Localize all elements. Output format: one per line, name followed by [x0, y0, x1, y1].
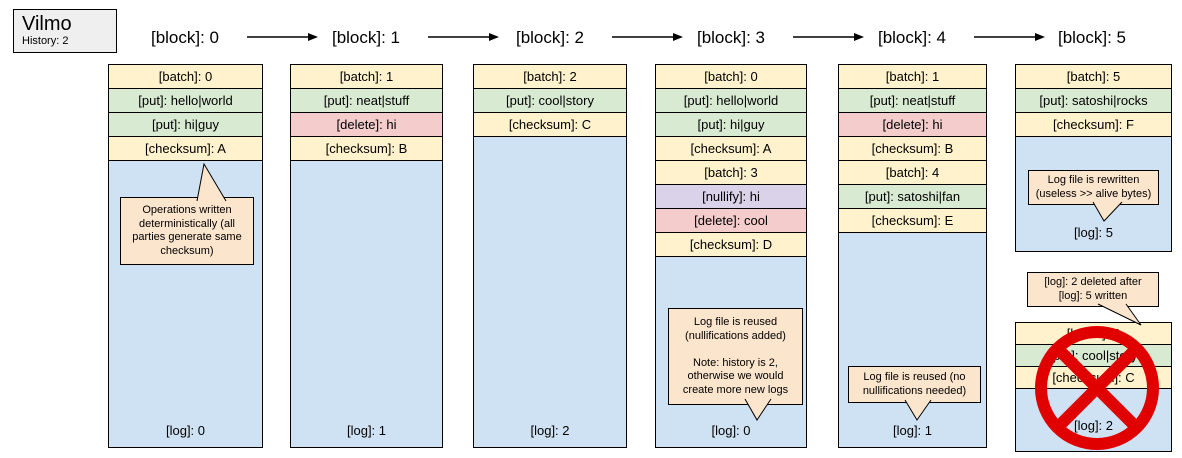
- block-label-0: [block]: 0: [150, 28, 220, 47]
- op-row-batch: [batch]: 5: [1016, 65, 1171, 89]
- op-row-checksum: [checksum]: E: [839, 209, 986, 233]
- block-1-ops: [batch]: 1[put]: neat|stuff[delete]: hi[…: [291, 65, 442, 161]
- op-row-put: [put]: hi|guy: [109, 113, 262, 137]
- op-row-put: [put]: cool|story: [474, 89, 626, 113]
- op-row-batch: [batch]: 0: [109, 65, 262, 89]
- op-row-checksum: [checksum]: F: [1016, 113, 1171, 137]
- block-2-log-box: [batch]: 2[put]: cool|story[checksum]: C…: [473, 64, 627, 448]
- op-row-nullify: [nullify]: hi: [656, 185, 806, 209]
- log-file-label-4: [log]: 1: [892, 423, 933, 438]
- op-row-checksum: [checksum]: A: [656, 137, 806, 161]
- op-row-put: [put]: satoshi|rocks: [1016, 89, 1171, 113]
- op-row-batch: [batch]: 1: [291, 65, 442, 89]
- op-row-batch: [batch]: 1: [839, 65, 986, 89]
- deleted-log-box: [batch]: 2[put]: cool|story[checksum]: C…: [1015, 322, 1172, 452]
- log-file-label-deleted: [log]: 2: [1073, 418, 1114, 433]
- op-row-put: [put]: hello|world: [109, 89, 262, 113]
- log-file-label-0: [log]: 0: [165, 423, 206, 438]
- op-row-batch: [batch]: 3: [656, 161, 806, 185]
- block-label-2: [block]: 2: [515, 28, 585, 47]
- app-title-box: Vilmo History: 2: [13, 9, 117, 53]
- op-row-checksum: [checksum]: C: [474, 113, 626, 137]
- op-row-batch: [batch]: 0: [656, 65, 806, 89]
- block-5-ops: [batch]: 5[put]: satoshi|rocks[checksum]…: [1016, 65, 1171, 137]
- op-row-put: [put]: cool|story: [1016, 345, 1171, 367]
- op-row-put: [put]: hello|world: [656, 89, 806, 113]
- op-row-checksum: [checksum]: D: [656, 233, 806, 257]
- block-label-5: [block]: 5: [1057, 28, 1127, 47]
- op-row-put: [put]: satoshi|fan: [839, 185, 986, 209]
- block-5-log-box: [batch]: 5[put]: satoshi|rocks[checksum]…: [1015, 64, 1172, 252]
- history-setting: History: 2: [22, 35, 69, 47]
- op-row-batch: [batch]: 2: [1016, 323, 1171, 345]
- block-4-ops: [batch]: 1[put]: neat|stuff[delete]: hi[…: [839, 65, 986, 233]
- block-3-ops: [batch]: 0[put]: hello|world[put]: hi|gu…: [656, 65, 806, 257]
- log-file-label-2: [log]: 2: [530, 423, 570, 438]
- callout-log-reused-nullifications: Log file is reused (nullifications added…: [668, 308, 803, 405]
- op-row-checksum: [checksum]: A: [109, 137, 262, 161]
- callout-log-rewritten: Log file is rewritten (useless >> alive …: [1028, 170, 1159, 205]
- op-row-put: [put]: neat|stuff: [839, 89, 986, 113]
- op-row-delete: [delete]: hi: [839, 113, 986, 137]
- block-label-3: [block]: 3: [696, 28, 766, 47]
- block-0-ops: [batch]: 0[put]: hello|world[put]: hi|gu…: [109, 65, 262, 161]
- op-row-put: [put]: neat|stuff: [291, 89, 442, 113]
- log-file-label-5: [log]: 5: [1073, 225, 1114, 240]
- deleted-log-ops: [batch]: 2[put]: cool|story[checksum]: C: [1016, 323, 1171, 389]
- callout-log-reused-no-nullifications: Log file is reused (no nullifications ne…: [848, 366, 981, 403]
- log-file-label-1: [log]: 1: [346, 423, 387, 438]
- log-file-label-3: [log]: 0: [711, 423, 751, 438]
- op-row-delete: [delete]: cool: [656, 209, 806, 233]
- op-row-put: [put]: hi|guy: [656, 113, 806, 137]
- op-row-batch: [batch]: 2: [474, 65, 626, 89]
- op-row-checksum: [checksum]: B: [839, 137, 986, 161]
- block-2-ops: [batch]: 2[put]: cool|story[checksum]: C: [474, 65, 626, 137]
- block-label-1: [block]: 1: [331, 28, 401, 47]
- op-row-checksum: [checksum]: C: [1016, 367, 1171, 389]
- block-label-4: [block]: 4: [877, 28, 947, 47]
- callout-log-deleted: [log]: 2 deleted after [log]: 5 written: [1027, 272, 1159, 307]
- op-row-batch: [batch]: 4: [839, 161, 986, 185]
- block-1-log-box: [batch]: 1[put]: neat|stuff[delete]: hi[…: [290, 64, 443, 448]
- flow-arrow-1-2: [428, 33, 499, 41]
- callout-deterministic-ops: Operations written deterministically (al…: [120, 197, 254, 265]
- op-row-delete: [delete]: hi: [291, 113, 442, 137]
- op-row-checksum: [checksum]: B: [291, 137, 442, 161]
- app-title: Vilmo: [22, 13, 72, 35]
